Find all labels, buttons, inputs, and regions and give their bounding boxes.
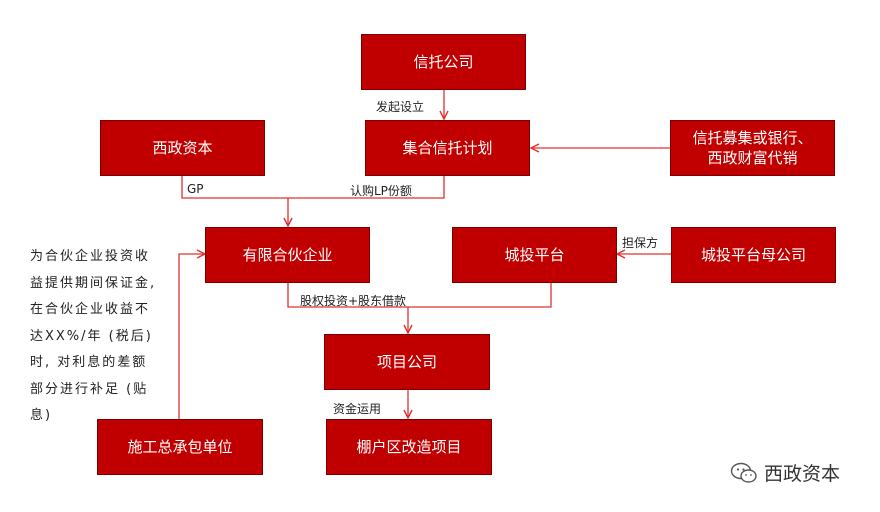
label-fund-use: 资金运用 [333,402,382,416]
node-project-company: 项目公司 [324,334,490,390]
node-trust-raising: 信托募集或银行、 西政财富代销 [670,120,835,176]
note-line: 为合伙企业投资收 [30,249,151,264]
node-trust-raising-line-2: 西政财富代销 [707,149,798,167]
note-line: 在合伙企业收益不 [30,302,151,317]
node-urban-investment-platform-label: 城投平台 [504,246,565,264]
node-limited-partnership-label: 有限合伙企业 [242,246,333,264]
wechat-icon [730,462,757,483]
line-gp [181,176,288,199]
watermark-text: 西政资本 [764,463,841,485]
node-trust-company: 信托公司 [361,34,526,90]
node-shantytown-project-label: 棚户区改造项目 [356,438,462,456]
node-general-contractor: 施工总承包单位 [97,419,263,475]
guarantee-note: 为合伙企业投资收 益提供期间保证金, 在合伙企业收益不 达XX%/年 (税后) … [30,244,180,430]
watermark: 西政资本 [730,459,840,486]
node-collective-trust-plan-label: 集合信托计划 [402,139,493,157]
note-line: 达XX%/年 (税后) [30,328,153,344]
note-line: 益提供期间保证金, [30,275,157,291]
label-initiate-establish: 发起设立 [376,100,425,114]
node-trust-raising-line-1: 信托募集或银行、 [692,129,813,147]
node-urban-investment-platform: 城投平台 [452,227,617,283]
note-line: 部分进行补足 (贴 [30,381,149,397]
label-gp: GP [187,182,204,196]
node-xizheng-capital-label: 西政资本 [152,139,213,157]
node-general-contractor-label: 施工总承包单位 [127,438,233,456]
line-platform-equity [408,283,552,308]
arrow-contractor-to-partnership [178,254,205,419]
line-partnership-equity [287,283,408,308]
node-trust-company-label: 信托公司 [413,53,474,71]
note-line: 时, 对利息的差额 [30,355,148,370]
node-limited-partnership: 有限合伙企业 [205,227,370,283]
node-xizheng-capital: 西政资本 [100,120,265,176]
node-platform-parent-company-label: 城投平台母公司 [700,246,806,264]
node-collective-trust-plan: 集合信托计划 [365,120,530,176]
node-platform-parent-company: 城投平台母公司 [671,227,836,283]
node-shantytown-project: 棚户区改造项目 [326,419,492,475]
node-project-company-label: 项目公司 [376,353,437,371]
label-subscribe-lp: 认购LP份额 [350,184,412,198]
label-guarantee: 担保方 [622,236,659,250]
label-equity-loan: 股权投资+股东借款 [300,294,407,308]
note-line: 息) [30,408,53,423]
line-lp [288,176,445,199]
